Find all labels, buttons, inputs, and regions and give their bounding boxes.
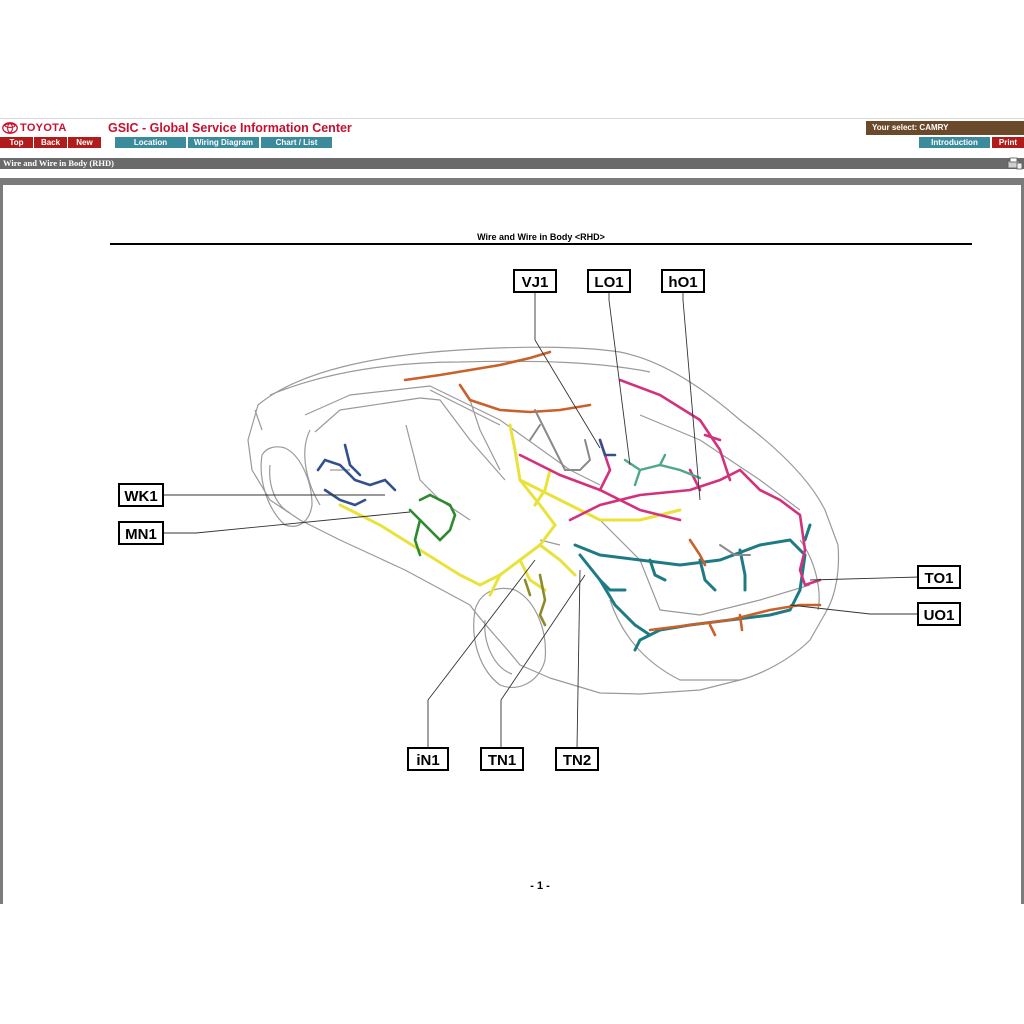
tab-chart-list[interactable]: Chart / List — [261, 137, 332, 148]
leader-mn1 — [163, 511, 411, 534]
label-box-vj1: VJ1 — [513, 269, 557, 293]
page-number: - 1 - — [530, 880, 550, 892]
leader-vj1 — [534, 292, 601, 449]
leader-lo1 — [608, 292, 631, 466]
label-box-tn2: TN2 — [555, 747, 599, 771]
label-box-mn1: MN1 — [118, 521, 164, 545]
harness-green — [408, 493, 457, 557]
diagram-title: Wire and Wire in Body <RHD> — [477, 232, 605, 242]
harness-seafoam — [623, 453, 702, 487]
harness-gray — [529, 409, 751, 556]
brand-name: TOYOTA — [20, 122, 67, 134]
label-lo1: LO1 — [594, 274, 623, 291]
leader-uo1 — [789, 604, 920, 615]
harness-olive — [523, 573, 547, 627]
leader-in1 — [427, 559, 536, 748]
label-ho1: hO1 — [668, 274, 697, 291]
new-button[interactable]: New — [68, 137, 101, 148]
harness-magenta — [518, 378, 822, 587]
label-vj1: VJ1 — [522, 274, 549, 291]
app-title: GSIC - Global Service Information Center — [108, 121, 352, 135]
label-in1: iN1 — [416, 752, 439, 769]
label-box-uo1: UO1 — [917, 602, 961, 626]
section-title: Wire and Wire in Body (RHD) — [3, 158, 114, 168]
leader-ho1 — [682, 292, 701, 501]
leader-tn2 — [576, 569, 581, 749]
label-mn1: MN1 — [125, 526, 157, 543]
label-uo1: UO1 — [924, 607, 955, 624]
harness-yellow — [338, 423, 682, 597]
label-tn1: TN1 — [488, 752, 516, 769]
section-bar — [0, 158, 1024, 169]
vehicle-selection: Your select: CAMRY — [866, 121, 1024, 135]
label-box-to1: TO1 — [917, 565, 961, 589]
print-button[interactable]: Print — [992, 137, 1024, 148]
car-outline — [247, 346, 840, 695]
label-box-wk1: WK1 — [118, 483, 164, 507]
harness-orange — [403, 350, 822, 637]
label-box-ho1: hO1 — [661, 269, 705, 293]
label-box-in1: iN1 — [407, 747, 449, 771]
content-frame — [0, 178, 1024, 904]
print-page-icon[interactable] — [1007, 157, 1023, 170]
toyota-logo: TOYOTA — [2, 121, 67, 135]
top-button[interactable]: Top — [0, 137, 33, 148]
label-tn2: TN2 — [563, 752, 591, 769]
tab-wiring-diagram[interactable]: Wiring Diagram — [188, 137, 259, 148]
app-header — [0, 118, 1024, 156]
label-wk1: WK1 — [124, 488, 157, 505]
label-box-lo1: LO1 — [587, 269, 631, 293]
back-button[interactable]: Back — [34, 137, 67, 148]
tab-location[interactable]: Location — [115, 137, 186, 148]
label-to1: TO1 — [925, 570, 954, 587]
leader-tn1 — [500, 574, 586, 748]
leader-lines — [163, 292, 921, 749]
title-rule — [110, 243, 972, 245]
toyota-emblem-icon — [2, 122, 18, 134]
label-box-tn1: TN1 — [480, 747, 524, 771]
introduction-button[interactable]: Introduction — [919, 137, 990, 148]
leader-to1 — [809, 576, 921, 581]
